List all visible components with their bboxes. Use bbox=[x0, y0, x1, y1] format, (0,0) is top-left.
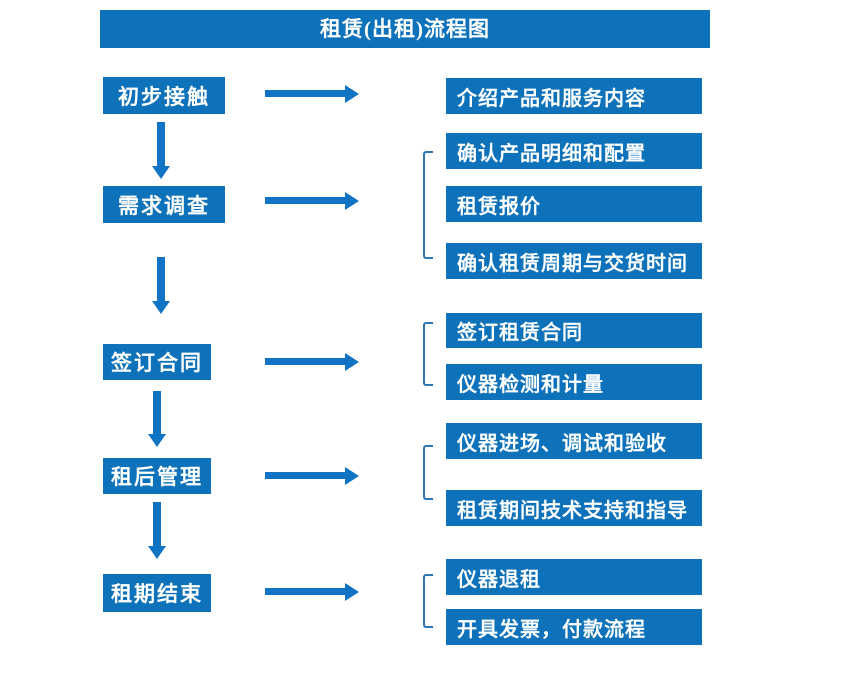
step-box-post-rental-management: 租后管理 bbox=[103, 458, 211, 494]
detail-box-confirm-rental-period: 确认租赁周期与交货时间 bbox=[446, 243, 702, 279]
arrow-right-icon-5 bbox=[265, 588, 345, 595]
detail-box-instrument-setup: 仪器进场、调试和验收 bbox=[446, 423, 702, 459]
arrow-down-icon-2 bbox=[157, 257, 165, 301]
arrow-right-icon-4 bbox=[265, 472, 345, 479]
arrow-down-icon-3 bbox=[153, 391, 161, 434]
detail-box-sign-rental-contract: 签订租赁合同 bbox=[446, 313, 702, 348]
bracket-group-sign-contract bbox=[423, 322, 433, 386]
detail-box-instrument-testing: 仪器检测和计量 bbox=[446, 364, 702, 400]
bracket-group-rental-end bbox=[423, 574, 433, 628]
detail-box-instrument-return: 仪器退租 bbox=[446, 559, 702, 595]
detail-box-confirm-product-details: 确认产品明细和配置 bbox=[446, 133, 702, 169]
step-box-sign-contract: 签订合同 bbox=[103, 344, 211, 380]
detail-box-technical-support: 租赁期间技术支持和指导 bbox=[446, 490, 702, 526]
detail-box-introduce-products: 介绍产品和服务内容 bbox=[446, 78, 702, 114]
detail-box-rental-quote: 租赁报价 bbox=[446, 186, 702, 222]
arrow-right-icon-2 bbox=[265, 197, 345, 204]
bracket-group-post-rental bbox=[423, 445, 433, 500]
bracket-group-demand-survey bbox=[423, 151, 433, 259]
step-box-demand-survey: 需求调查 bbox=[103, 186, 225, 223]
arrow-right-icon-1 bbox=[265, 90, 345, 97]
detail-box-invoice-payment: 开具发票，付款流程 bbox=[446, 609, 702, 645]
step-box-rental-end: 租期结束 bbox=[103, 574, 211, 612]
arrow-down-icon-1 bbox=[157, 122, 165, 166]
arrow-down-icon-4 bbox=[153, 502, 161, 546]
step-box-initial-contact: 初步接触 bbox=[103, 77, 225, 114]
arrow-right-icon-3 bbox=[265, 358, 345, 365]
page-title: 租赁(出租)流程图 bbox=[100, 10, 710, 48]
